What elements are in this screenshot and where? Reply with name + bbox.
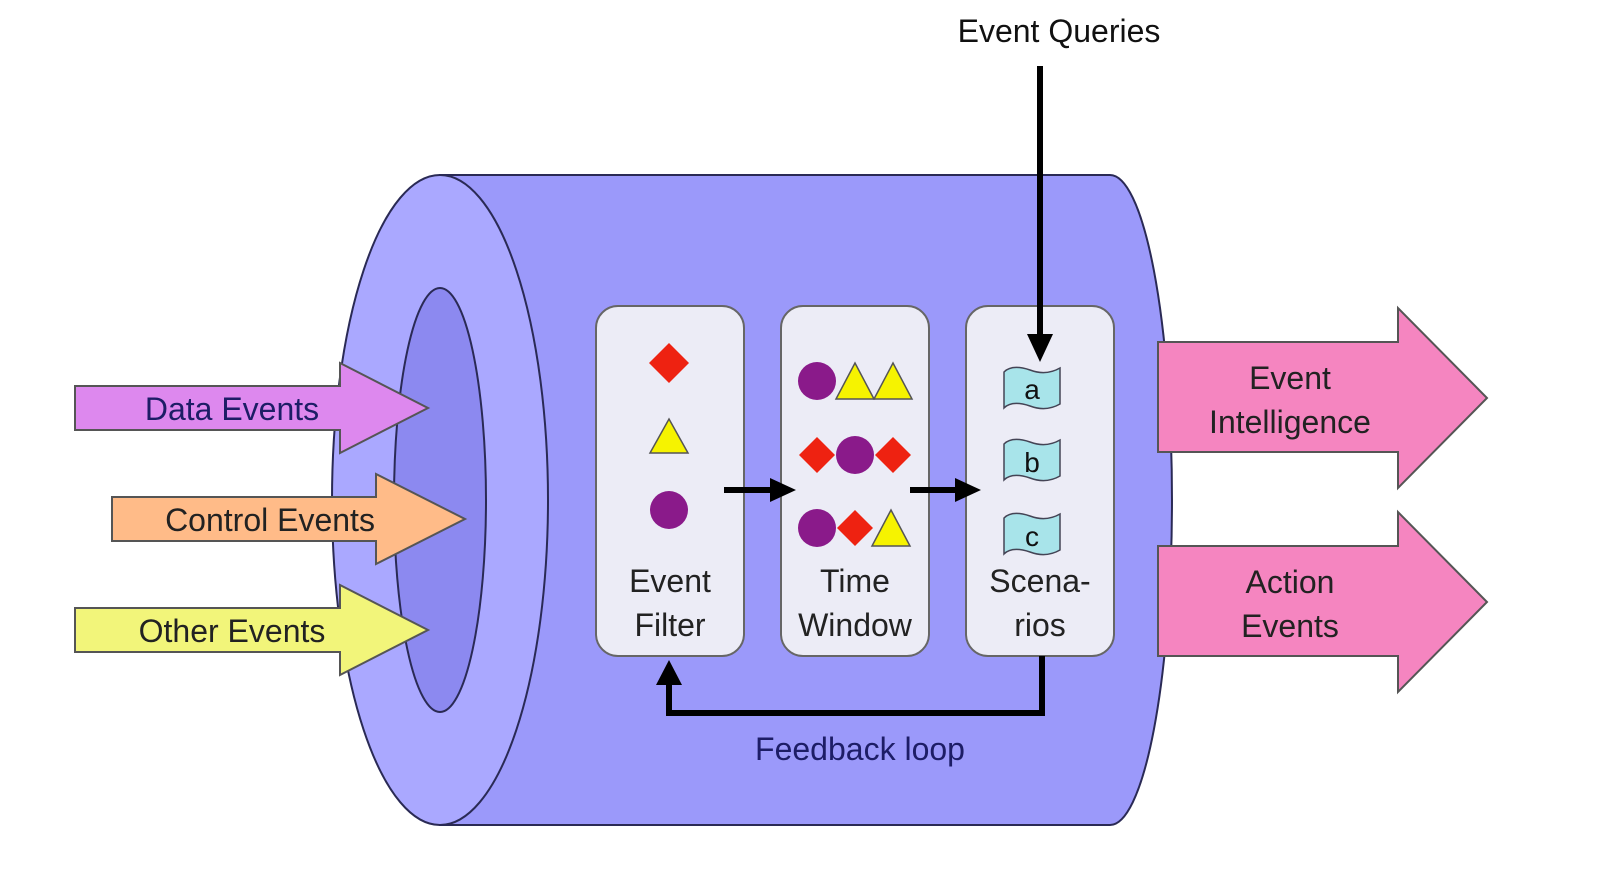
purple-circle-shape <box>798 362 836 400</box>
time-window-shapes <box>798 361 914 547</box>
stage-label-time-window-line1: Time <box>820 563 890 599</box>
event-queries-label: Event Queries <box>958 13 1161 49</box>
stage-label-time-window-line2: Window <box>798 607 913 643</box>
feedback-loop-arrow <box>656 656 1045 716</box>
scenario-icon-b: b <box>1003 438 1061 482</box>
stage-label-scenarios-line2: rios <box>1014 607 1066 643</box>
scenario-label-c: c <box>1025 521 1039 552</box>
output-label-event-intelligence-line2: Intelligence <box>1209 404 1371 440</box>
purple-circle-shape <box>650 491 688 529</box>
yellow-triangle-shape <box>872 361 914 400</box>
purple-circle-shape <box>836 436 874 474</box>
scenario-label-b: b <box>1024 447 1040 478</box>
input-label-control-events: Control Events <box>165 502 375 538</box>
stage-box-time-window <box>780 305 930 657</box>
scenario-icon-a: a <box>1003 366 1061 410</box>
output-label-action-events-line1: Action <box>1246 564 1335 600</box>
stage-label-event-filter-line2: Filter <box>634 607 705 643</box>
red-diamond-shape <box>799 437 835 473</box>
output-label-event-intelligence-line1: Event <box>1249 360 1331 396</box>
input-arrow-control-events: Control Events <box>111 472 468 566</box>
input-label-other-events: Other Events <box>139 613 326 649</box>
output-arrow-event-intelligence: Event Intelligence <box>1157 305 1489 491</box>
event-queries-arrow <box>1027 66 1053 362</box>
output-label-action-events-line2: Events <box>1241 608 1339 644</box>
purple-circle-shape <box>798 509 836 547</box>
stage-label-event-filter-line1: Event <box>629 563 711 599</box>
scenario-icon-c: c <box>1003 512 1061 556</box>
stage-label-scenarios-line1: Scena- <box>989 563 1090 599</box>
input-arrow-data-events: Data Events <box>74 361 431 455</box>
input-label-data-events: Data Events <box>145 391 319 427</box>
red-diamond-shape <box>649 343 689 383</box>
flow-arrow-window-to-scenarios <box>910 478 981 502</box>
flow-arrow-filter-to-window <box>724 478 796 502</box>
yellow-triangle-shape <box>870 508 912 547</box>
event-filter-shapes <box>648 343 690 529</box>
yellow-triangle-shape <box>648 417 690 454</box>
stage-box-event-filter <box>595 305 745 657</box>
red-diamond-shape <box>837 510 873 546</box>
red-diamond-shape <box>875 437 911 473</box>
yellow-triangle-shape <box>834 361 876 400</box>
scenario-label-a: a <box>1024 374 1040 405</box>
input-arrow-other-events: Other Events <box>74 583 431 677</box>
output-arrow-action-events: Action Events <box>1157 509 1489 695</box>
feedback-loop-label: Feedback loop <box>755 731 965 767</box>
